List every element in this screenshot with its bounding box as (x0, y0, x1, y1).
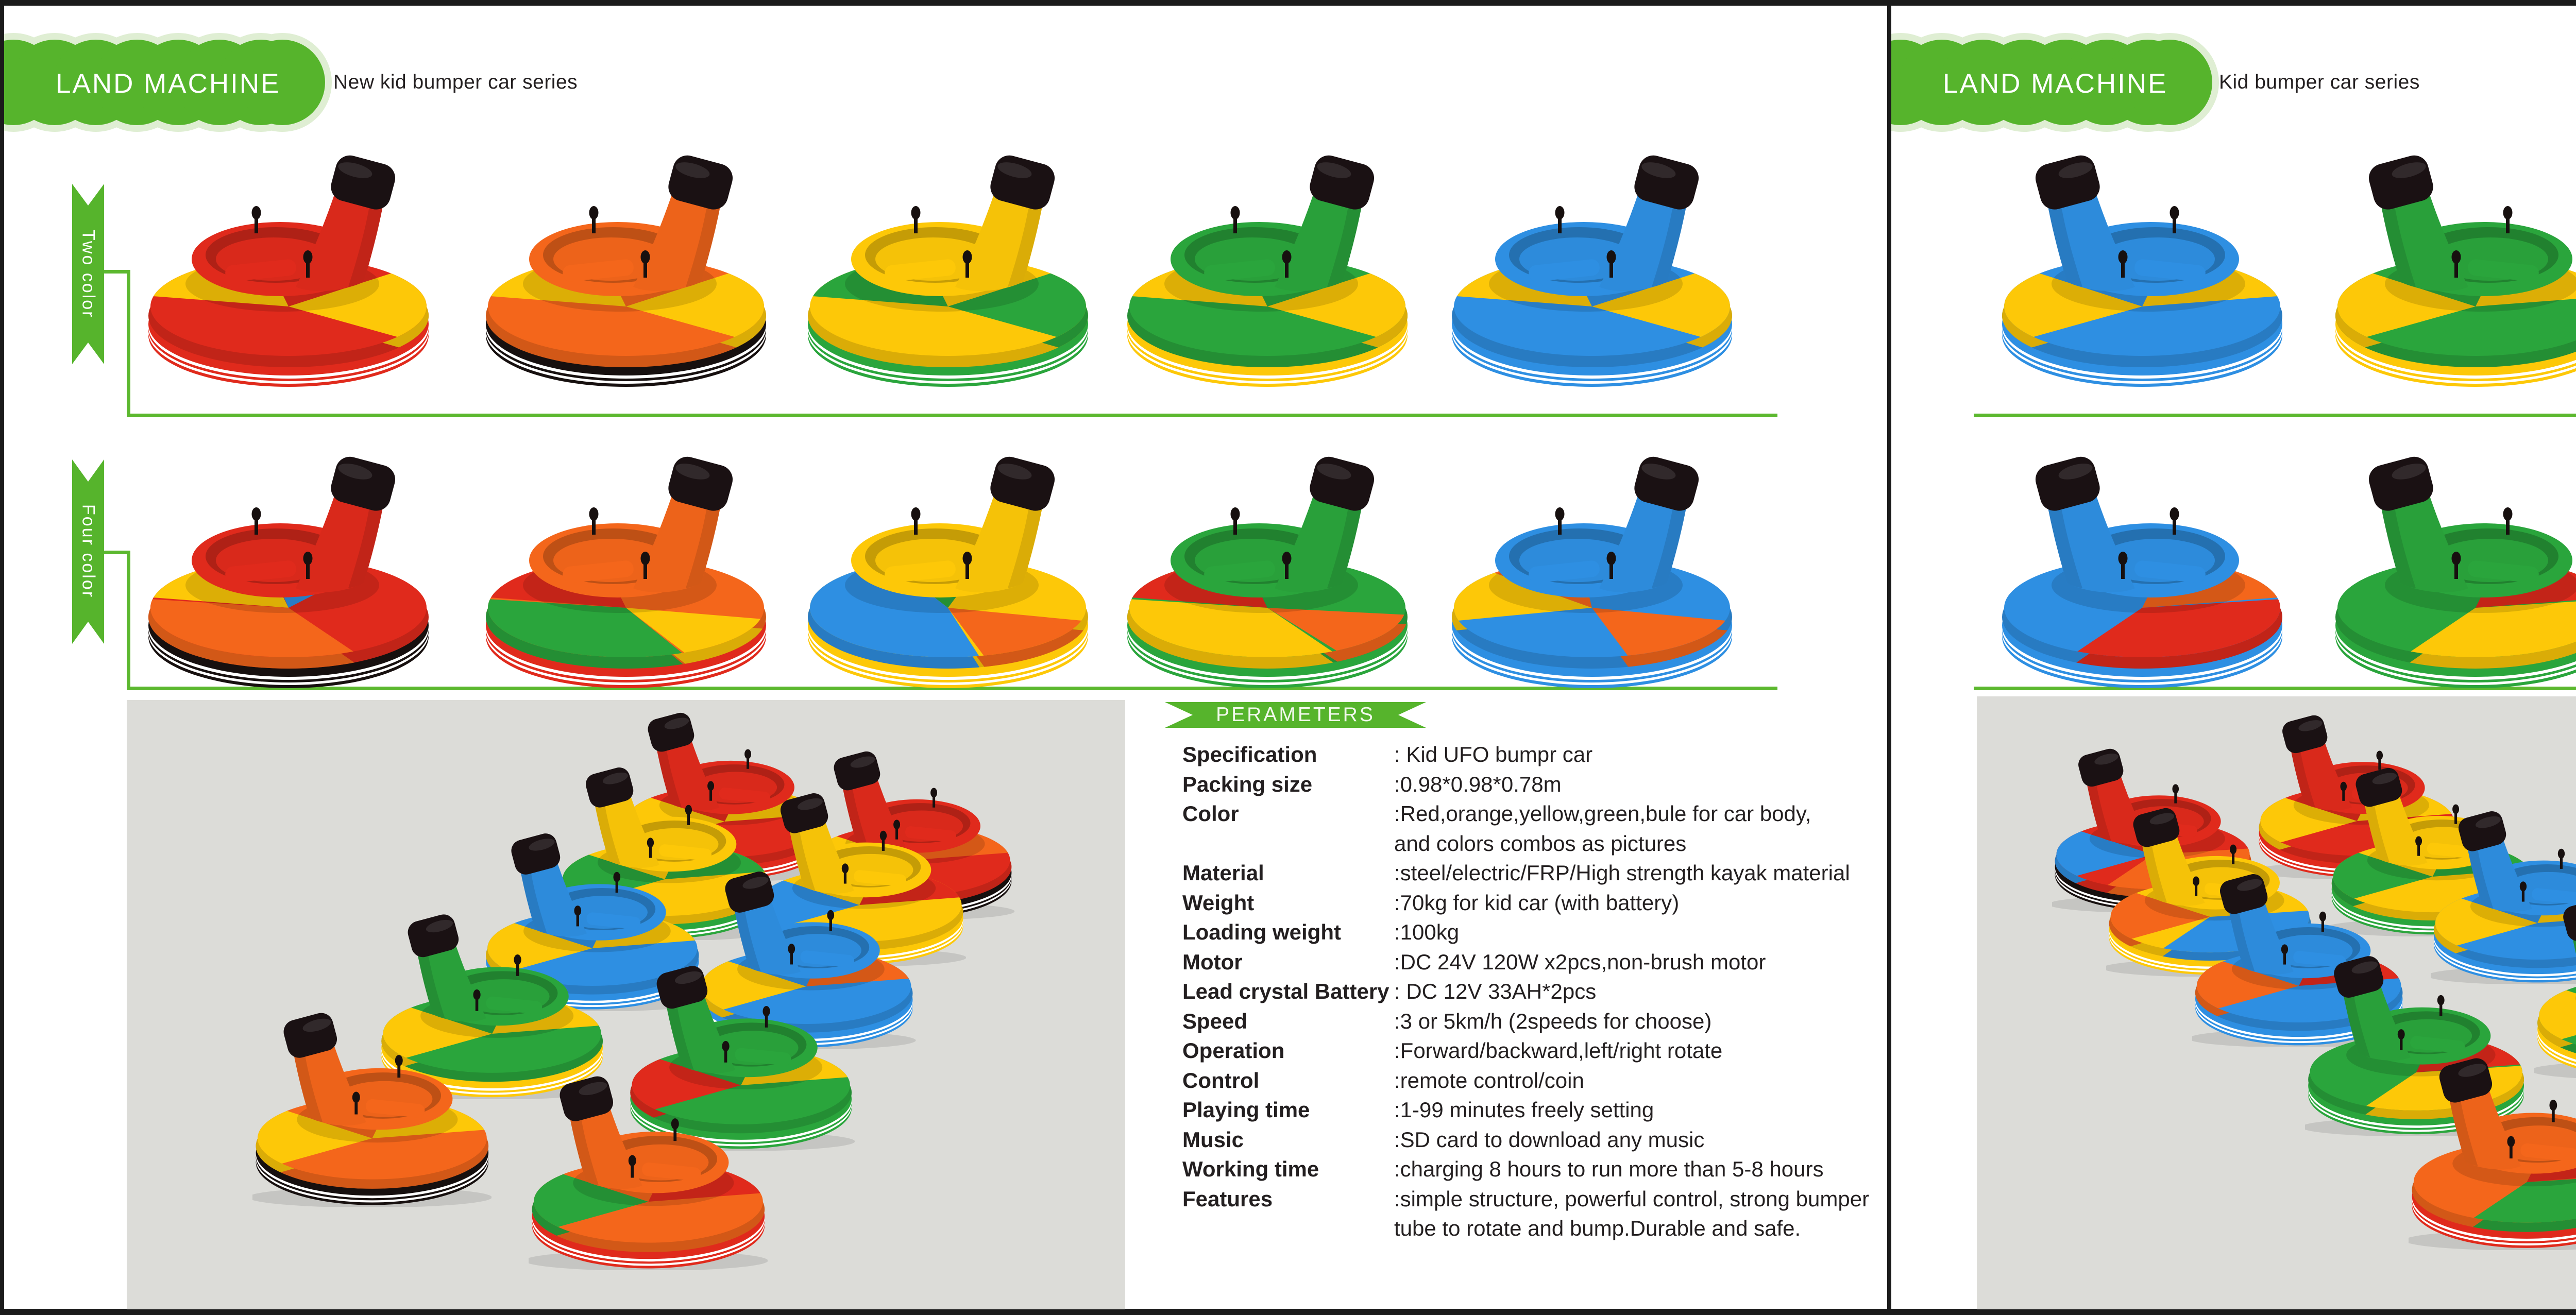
bracket-line (104, 270, 130, 274)
spec-label: Color (1182, 801, 1239, 826)
group-photo-left (127, 700, 1125, 1309)
spec-value: :charging 8 hours to run more than 5-8 h… (1394, 1157, 1824, 1181)
brand-banner-left (4, 33, 332, 132)
spec-row: Specification : Kid UFO bumpr car (1182, 740, 1869, 770)
spec-row: Loading weight :100kg (1182, 917, 1869, 947)
ribbon-two-color-left: Two color (72, 184, 104, 364)
bumper-car (2331, 453, 2576, 690)
spec-label: Specification (1182, 742, 1317, 766)
spec-row: Material :steel/electric/FRP/High strengt… (1182, 858, 1869, 888)
border-bottom (0, 1309, 2576, 1315)
spec-row: Speed :3 or 5km/h (2speeds for choose) (1182, 1006, 1869, 1036)
bracket-line (1974, 414, 2576, 417)
spec-value: :3 or 5km/h (2speeds for choose) (1394, 1009, 1712, 1033)
spec-label: Control (1182, 1068, 1260, 1092)
spec-value: : DC 12V 33AH*2pcs (1394, 979, 1597, 1003)
bumper-car (2331, 152, 2576, 389)
spec-row: Features :simple structure, powerful cont… (1182, 1184, 1869, 1214)
border-middle (1887, 0, 1891, 1315)
bracket-line (127, 270, 130, 417)
border-top (0, 0, 2576, 6)
spec-row: Control :remote control/coin (1182, 1066, 1869, 1096)
brand-banner-right (1891, 33, 2219, 132)
bumper-car (1448, 152, 1736, 389)
bracket-line (104, 551, 130, 554)
parameters-ribbon-left: PERAMETERS (1165, 702, 1426, 728)
bumper-car (697, 869, 916, 1049)
spec-value: :remote control/coin (1394, 1068, 1584, 1092)
spec-row: Music :SD card to download any music (1182, 1125, 1869, 1155)
spec-label: Playing time (1182, 1098, 1310, 1122)
spec-row: tube to rotate and bump.Durable and safe… (1182, 1214, 1869, 1243)
spec-label: Music (1182, 1127, 1244, 1152)
spec-row: Playing time :1-99 minutes freely setting (1182, 1095, 1869, 1125)
spec-value: tube to rotate and bump.Durable and safe… (1394, 1216, 1801, 1240)
spec-value: and colors combos as pictures (1394, 831, 1687, 856)
bumper-car (1123, 152, 1412, 389)
spec-value: :DC 24V 120W x2pcs,non-brush motor (1394, 949, 1766, 974)
bumper-car (1123, 453, 1412, 690)
spec-row: Operation :Forward/backward,left/right ro… (1182, 1036, 1869, 1066)
spec-label: Working time (1182, 1157, 1319, 1181)
series-subtitle-left: New kid bumper car series (333, 71, 578, 93)
bumper-car (804, 453, 1092, 690)
spec-value: :70kg for kid car (with battery) (1394, 890, 1680, 915)
bumper-car (482, 152, 770, 389)
spec-row: Motor :DC 24V 120W x2pcs,non-brush motor (1182, 947, 1869, 977)
spec-row: and colors combos as pictures (1182, 829, 1869, 859)
bumper-car (144, 152, 433, 389)
bumper-car (144, 453, 433, 690)
spec-row: Packing size :0.98*0.98*0.78m (1182, 770, 1869, 799)
ribbon-four-color-left: Four color (72, 459, 104, 644)
group-photo-right (1977, 696, 2576, 1309)
bumper-car (804, 152, 1092, 389)
spec-value: :SD card to download any music (1394, 1127, 1705, 1152)
series-subtitle-right: Kid bumper car series (2219, 71, 2420, 93)
bumper-car (626, 963, 855, 1151)
brand-title-right: LAND MACHINE (1943, 69, 2168, 99)
bumper-car (252, 1010, 492, 1207)
spec-value: :simple structure, powerful control, str… (1394, 1186, 1870, 1211)
spec-value: :1-99 minutes freely setting (1394, 1098, 1654, 1122)
bracket-line (1974, 687, 2576, 690)
spec-value: :Red,orange,yellow,green,bule for car bo… (1394, 801, 1811, 826)
spec-label: Motor (1182, 949, 1243, 974)
spec-value: :steel/electric/FRP/High strength kayak … (1394, 861, 1850, 885)
spec-label: Packing size (1182, 772, 1313, 796)
bumper-car (2409, 1055, 2576, 1250)
spec-row: Working time :charging 8 hours to run mor… (1182, 1154, 1869, 1184)
bumper-car (2534, 897, 2576, 1079)
spec-value: : Kid UFO bumpr car (1394, 742, 1593, 766)
spec-row: Lead crystal Battery: DC 12V 33AH*2pcs (1182, 977, 1869, 1006)
border-left (0, 0, 4, 1315)
spec-row: Weight :70kg for kid car (with battery) (1182, 888, 1869, 918)
spec-value: :100kg (1394, 920, 1460, 944)
spec-label: Speed (1182, 1009, 1248, 1033)
bumper-car (2430, 809, 2576, 984)
spec-label: Features (1182, 1186, 1273, 1211)
spec-value: :Forward/backward,left/right rotate (1394, 1038, 1723, 1063)
spec-label: Lead crystal Battery (1182, 979, 1389, 1003)
spec-label: Material (1182, 861, 1264, 885)
bumper-car (1998, 453, 2286, 690)
bumper-car (528, 1073, 768, 1270)
spec-label: Loading weight (1182, 920, 1341, 944)
bracket-line (127, 414, 1777, 417)
bracket-line (127, 551, 130, 690)
bumper-car (378, 912, 606, 1099)
spec-value: :0.98*0.98*0.78m (1394, 772, 1562, 796)
spec-label: Weight (1182, 890, 1255, 915)
bumper-car (482, 453, 770, 690)
bracket-line (127, 687, 1777, 690)
bumper-car (1998, 152, 2286, 389)
spec-row: Color :Red,orange,yellow,green,bule for c… (1182, 799, 1869, 829)
bumper-car (1448, 453, 1736, 690)
spec-label: Operation (1182, 1038, 1285, 1063)
brand-title-left: LAND MACHINE (56, 69, 281, 99)
